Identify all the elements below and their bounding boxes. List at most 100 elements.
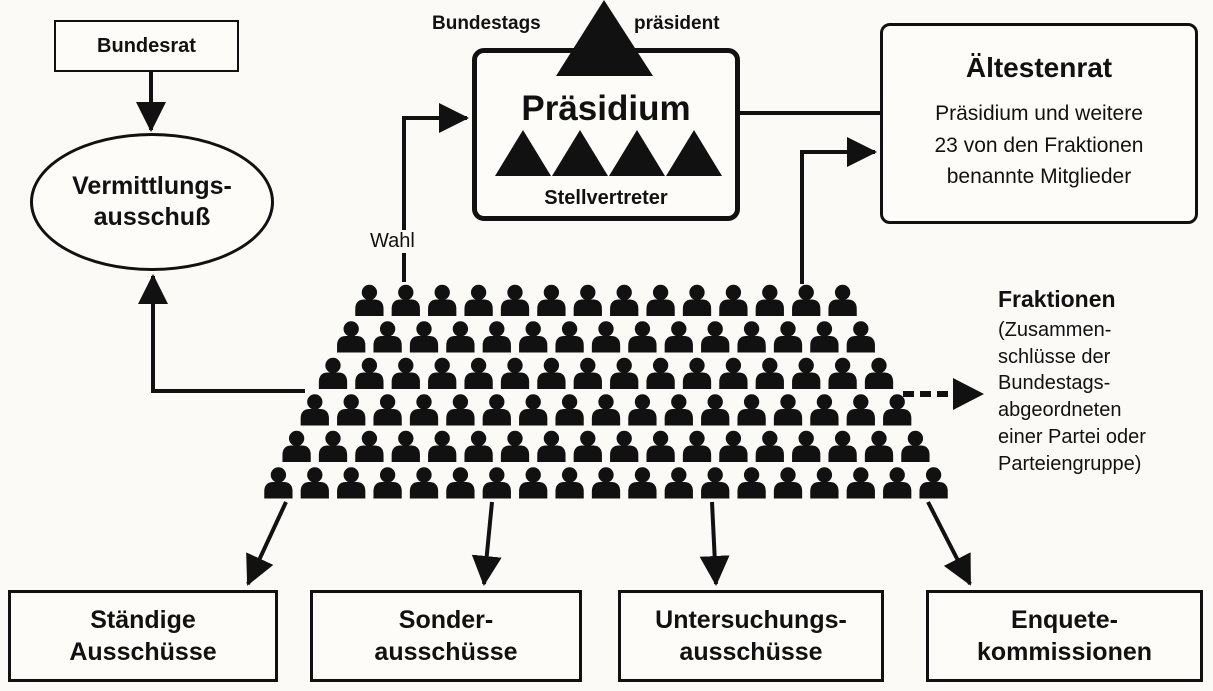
member-icon xyxy=(391,284,420,316)
member-icon xyxy=(591,394,621,426)
member-icon xyxy=(701,467,730,499)
member-icon xyxy=(464,284,493,316)
member-icon xyxy=(737,394,766,426)
member-icon xyxy=(446,321,475,353)
member-icon xyxy=(628,467,657,499)
member-icon xyxy=(409,467,439,499)
member-icon xyxy=(737,321,766,353)
bundestagspraesident-label-left: Bundestags xyxy=(432,13,541,34)
member-icon xyxy=(755,357,784,389)
member-icon xyxy=(318,430,348,462)
member-icon xyxy=(373,321,402,353)
member-icon xyxy=(409,394,439,426)
member-icon xyxy=(573,430,602,462)
bundesrat-box: Bundesrat xyxy=(54,20,239,72)
member-icon xyxy=(610,357,639,389)
member-icon xyxy=(391,357,420,389)
member-icon xyxy=(846,394,875,426)
member-icon xyxy=(646,430,675,462)
fraktionen-line: (Zusammen- xyxy=(998,318,1112,341)
aeltestenrat-line2: 23 von den Fraktionen xyxy=(934,133,1144,157)
member-icon xyxy=(519,321,548,353)
fraktionen-arrowhead xyxy=(953,378,984,410)
member-icon xyxy=(446,394,475,426)
member-icon xyxy=(664,467,693,499)
arrow-to-staendige xyxy=(246,501,288,586)
plenum-seats xyxy=(264,284,948,499)
member-icon xyxy=(864,357,894,389)
vermittlung-line1: Vermittlungs- xyxy=(72,171,232,200)
member-icon xyxy=(555,394,584,426)
fraktionen-line: abgeordneten xyxy=(998,399,1122,422)
member-icon xyxy=(755,430,784,462)
fraktionen-description: Fraktionen (Zusammen- schlüsse der Bunde… xyxy=(998,284,1146,478)
member-icon xyxy=(500,430,530,462)
member-icon xyxy=(682,284,712,316)
member-icon xyxy=(318,357,348,389)
committee-line1: Ständige xyxy=(90,605,196,634)
member-icon xyxy=(737,467,766,499)
member-icon xyxy=(591,321,621,353)
aeltestenrat-box: Ältestenrat Präsidium und weitere 23 von… xyxy=(880,23,1198,224)
member-icon xyxy=(500,284,530,316)
member-icon xyxy=(628,321,657,353)
member-icon xyxy=(664,321,693,353)
member-icon xyxy=(810,321,839,353)
member-icon xyxy=(846,467,875,499)
member-icon xyxy=(864,430,894,462)
fraktionen-title: Fraktionen xyxy=(998,286,1116,312)
committee-line1: Enquete- xyxy=(1011,605,1118,634)
member-icon xyxy=(264,467,293,499)
member-icon xyxy=(482,467,511,499)
fraktionen-line: Parteiengruppe) xyxy=(998,452,1142,475)
fraktionen-line: Bundestags- xyxy=(998,372,1111,395)
member-icon xyxy=(482,394,511,426)
member-icon xyxy=(355,430,384,462)
staendige-ausschuesse-box: Ständige Ausschüsse xyxy=(8,590,278,682)
member-icon xyxy=(646,284,675,316)
fraktionen-line: einer Partei oder xyxy=(998,426,1146,448)
member-icon xyxy=(591,467,621,499)
arrow-to-sonder xyxy=(471,501,502,586)
committee-line2: ausschüsse xyxy=(679,638,823,666)
member-icon xyxy=(337,467,366,499)
plenum-to-aeltestenrat-arrow xyxy=(800,137,877,284)
committee-line2: kommissionen xyxy=(976,638,1153,666)
arrow-to-untersuchung xyxy=(699,501,730,586)
member-icon xyxy=(846,321,875,353)
member-icon xyxy=(391,430,420,462)
member-icon xyxy=(428,357,457,389)
wahl-label: Wahl xyxy=(368,230,417,253)
member-icon xyxy=(519,394,548,426)
member-icon xyxy=(682,430,712,462)
member-icon xyxy=(883,467,912,499)
member-icon xyxy=(555,321,584,353)
praesidium-title: Präsidium xyxy=(521,89,691,128)
member-icon xyxy=(792,357,821,389)
aeltestenrat-title: Ältestenrat xyxy=(965,52,1113,83)
member-icon xyxy=(446,467,475,499)
member-icon xyxy=(428,284,457,316)
aeltestenrat-line3: benannte Mitglieder xyxy=(946,165,1132,188)
member-icon xyxy=(773,321,803,353)
member-icon xyxy=(773,467,803,499)
enquete-kommissionen-box: Enquete- kommissionen xyxy=(926,590,1203,682)
member-icon xyxy=(555,467,584,499)
committee-line2: Ausschüsse xyxy=(69,638,217,666)
member-icon xyxy=(337,394,366,426)
member-icon xyxy=(828,284,857,316)
committee-line1: Sonder- xyxy=(398,605,494,634)
member-icon xyxy=(464,357,493,389)
member-icon xyxy=(428,430,457,462)
member-icon xyxy=(355,284,384,316)
member-icon xyxy=(282,430,311,462)
member-icon xyxy=(537,430,566,462)
member-icon xyxy=(701,394,730,426)
aeltestenrat-line1: Präsidium und weitere xyxy=(935,102,1143,125)
committee-line2: ausschüsse xyxy=(374,638,518,666)
bundesrat-label: Bundesrat xyxy=(97,34,196,57)
fraktionen-line: schlüsse der xyxy=(998,345,1111,368)
member-icon xyxy=(792,284,821,316)
member-icon xyxy=(482,321,511,353)
